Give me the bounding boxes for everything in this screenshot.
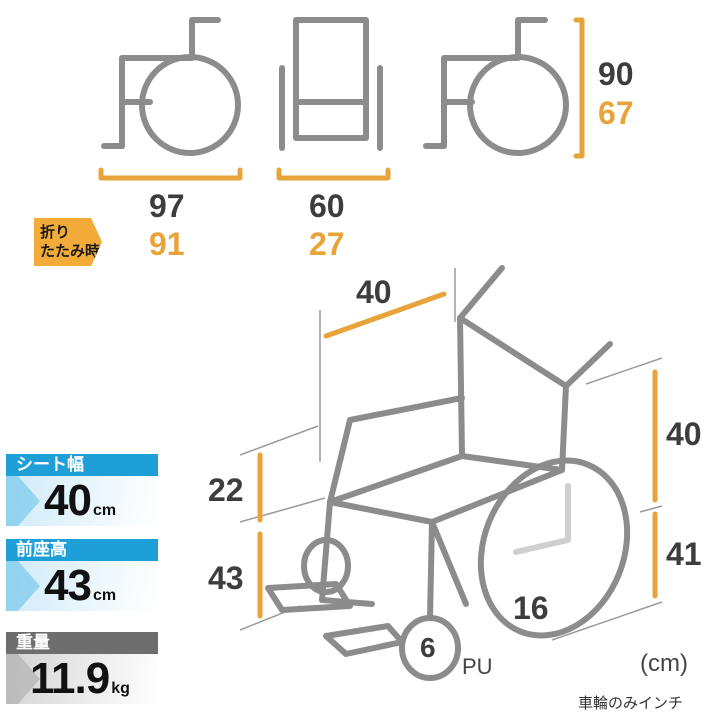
height-value: 90 — [598, 56, 634, 92]
weight-label: 重量 — [6, 632, 158, 654]
length-folded-value: 91 — [149, 226, 185, 262]
rear-wheel-size-value: 16 — [513, 590, 549, 626]
folded-side-view-icon — [423, 17, 569, 156]
caster-icon — [399, 615, 461, 681]
height-bracket — [573, 17, 585, 159]
width-value: 60 — [309, 188, 345, 224]
backrest-height-value: 40 — [666, 416, 702, 452]
folded-badge-line2: たたみ時 — [40, 243, 101, 260]
height-folded-value: 67 — [598, 95, 634, 131]
length-value: 97 — [149, 188, 185, 224]
armrest-height-value: 22 — [208, 472, 244, 508]
width-bracket — [276, 167, 391, 181]
seat-width-value: 40 — [44, 476, 92, 525]
length-bracket — [98, 167, 243, 181]
width-folded-value: 27 — [309, 226, 345, 262]
caster-size-value: 6 — [420, 632, 436, 663]
rear-seat-height-value: 41 — [666, 536, 702, 572]
weight-value: 11.9 — [30, 654, 110, 703]
rear-wheel-icon — [477, 457, 631, 639]
seat-width-unit: cm — [92, 502, 117, 519]
front-wheel-icon — [301, 537, 351, 595]
dimension-guides — [239, 268, 663, 641]
front-seat-height-spec-value: 43 — [44, 561, 92, 610]
unit-note: (cm) — [640, 650, 688, 677]
seat-depth-value: 40 — [356, 274, 392, 310]
folded-badge: 折り たたみ時 — [34, 218, 102, 266]
wheel-inch-note: 車輪のみインチ — [578, 695, 684, 712]
dimension-bars — [257, 291, 658, 619]
caster-type-label: PU — [462, 654, 493, 679]
front-view-icon — [279, 17, 383, 151]
front-seat-height-label: 前座高 — [6, 539, 158, 561]
front-seat-height-value: 43 — [208, 560, 244, 596]
seat-width-label: シート幅 — [6, 454, 158, 476]
side-view-icon — [101, 17, 241, 156]
front-seat-height-unit: cm — [92, 587, 117, 604]
weight-unit: kg — [111, 680, 130, 697]
folded-badge-line1: 折り — [40, 224, 71, 241]
